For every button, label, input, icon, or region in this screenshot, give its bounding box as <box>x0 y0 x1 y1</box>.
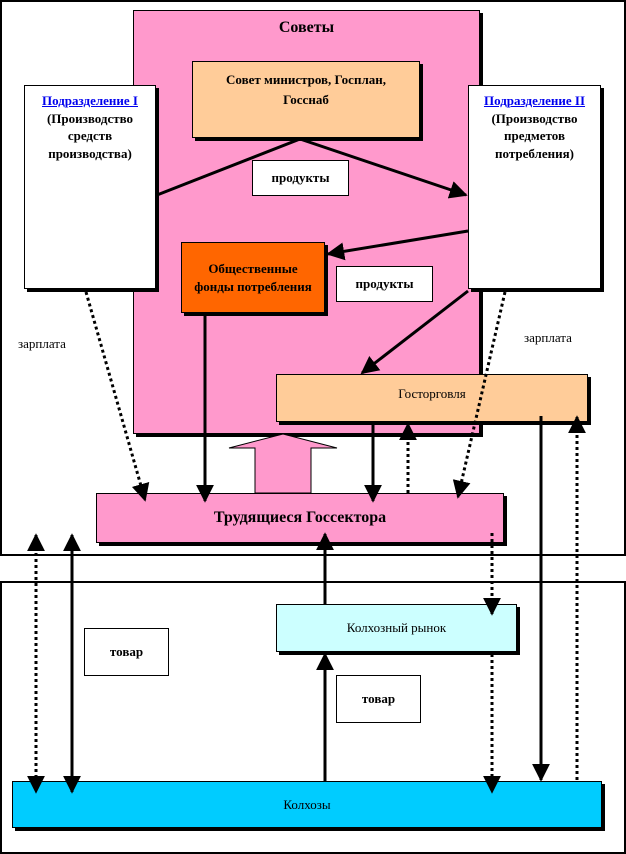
goods-label-1-text: товар <box>109 644 144 660</box>
kolkhoz-market-box: Колхозный рынок <box>276 604 517 652</box>
products-label-2: продукты <box>336 266 433 302</box>
kolkhoz-market-text: Колхозный рынок <box>346 620 447 636</box>
goods-label-1: товар <box>84 628 169 676</box>
division-2-box: Подразделение II (Производство предметов… <box>468 85 601 289</box>
division-2-link[interactable]: Подразделение II <box>483 93 586 108</box>
products-label-1-text: продукты <box>271 170 330 186</box>
goods-label-2-text: товар <box>361 691 396 707</box>
soviets-title: Советы <box>278 19 335 36</box>
public-funds-box: Общественные фонды потребления <box>181 242 325 313</box>
division-2-description: (Производство предметов потребления) <box>491 110 578 161</box>
division-1-link[interactable]: Подразделение I <box>41 93 138 108</box>
division-1-box: Подразделение I (Производство средств пр… <box>24 85 156 289</box>
state-workers-text: Трудящиеся Госсектора <box>213 509 387 527</box>
products-label-1: продукты <box>252 160 349 196</box>
products-label-2-text: продукты <box>355 276 414 292</box>
state-workers-box: Трудящиеся Госсектора <box>96 493 504 543</box>
kolkhozes-text: Колхозы <box>283 796 331 812</box>
division-1-description: (Производство средств производства) <box>46 110 134 161</box>
kolkhozes-box: Колхозы <box>12 781 602 828</box>
wage-label-right: зарплата <box>524 330 572 345</box>
state-trade-text: Госторговля <box>398 386 466 401</box>
state-trade-box: Госторговля <box>276 374 588 422</box>
council-of-ministers-text: Совет министров, Госплан, Госснаб <box>226 72 386 108</box>
goods-label-2: товар <box>336 675 421 723</box>
public-funds-text: Общественные фонды потребления <box>194 260 312 294</box>
council-of-ministers-box: Совет министров, Госплан, Госснаб <box>192 61 420 138</box>
wage-label-left: зарплата <box>18 336 66 351</box>
